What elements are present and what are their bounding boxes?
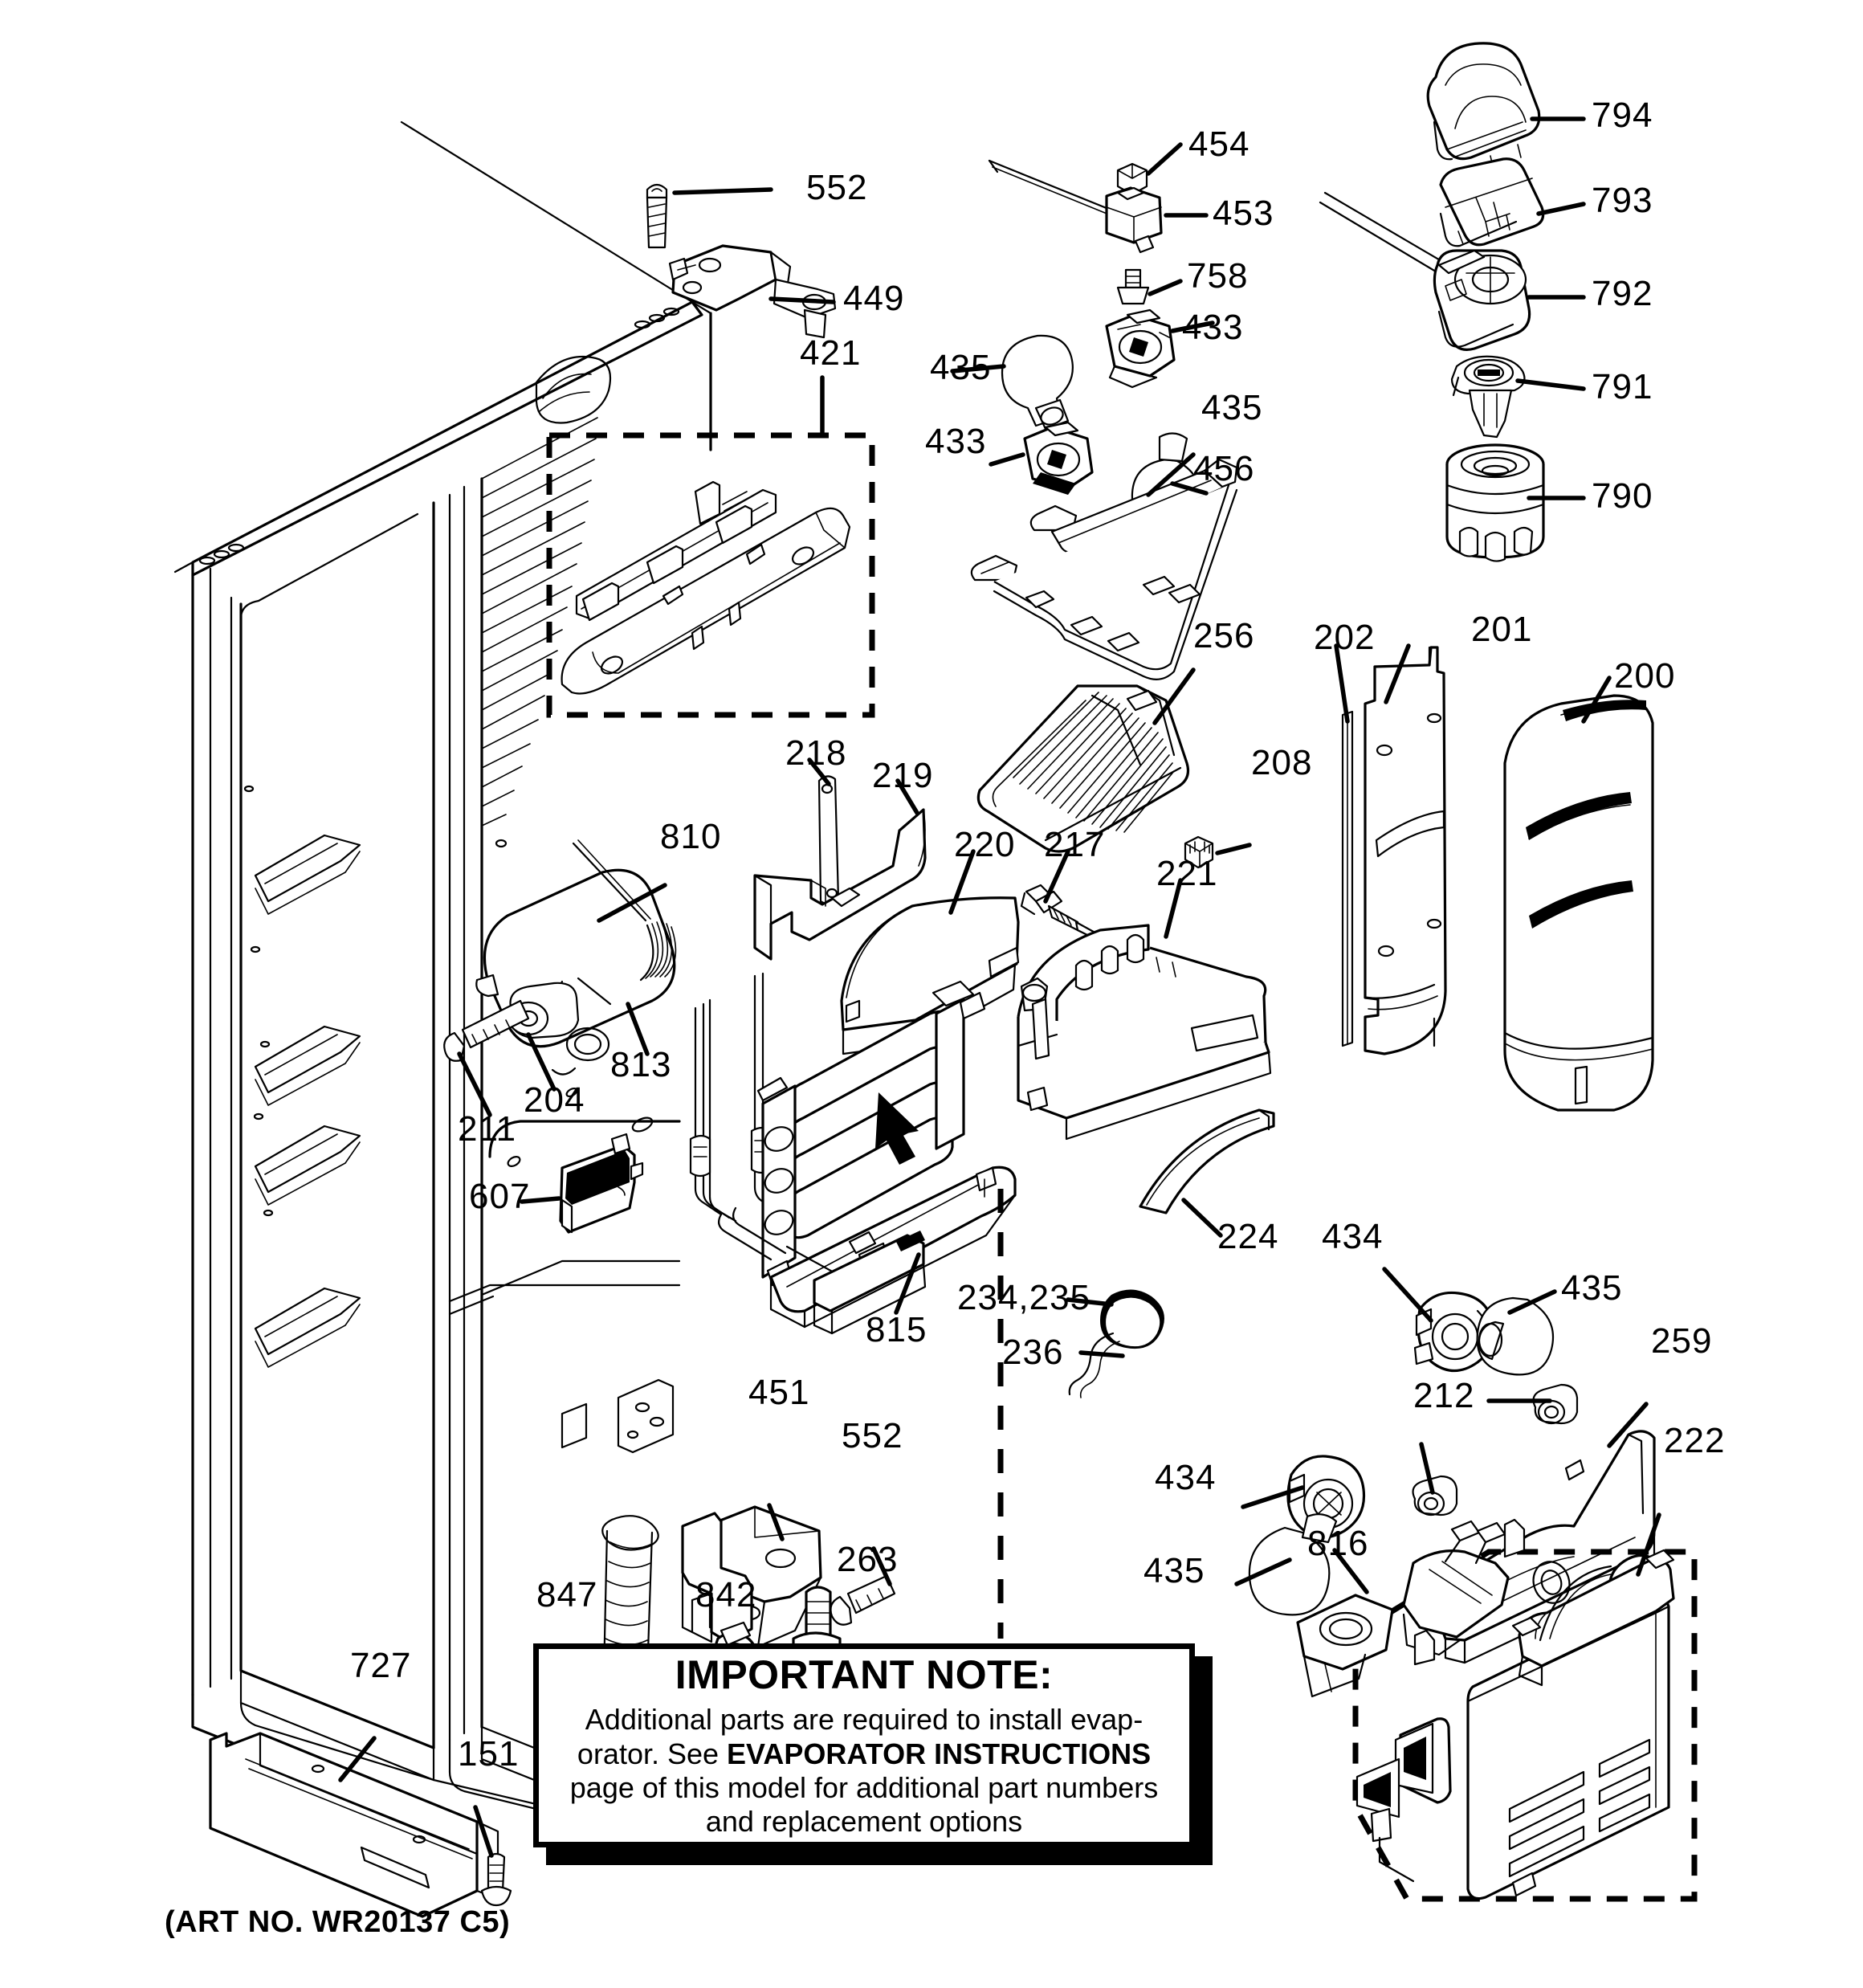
callout-224: 224 bbox=[1217, 1217, 1279, 1256]
important-note-line-2: orator. See EVAPORATOR INSTRUCTIONS bbox=[577, 1737, 1151, 1771]
callout-220: 220 bbox=[954, 825, 1016, 864]
callout-263: 263 bbox=[837, 1540, 899, 1579]
callout-454: 454 bbox=[1188, 125, 1250, 164]
part-810-813-fan-motor bbox=[475, 839, 677, 1076]
part-234-235-236-thermostat bbox=[1068, 1289, 1164, 1398]
important-note-box: IMPORTANT NOTE: Additional parts are req… bbox=[533, 1643, 1195, 1847]
callout-435-b: 435 bbox=[1201, 388, 1263, 427]
callout-222: 222 bbox=[1664, 1421, 1726, 1460]
callout-434-b: 434 bbox=[1155, 1458, 1217, 1497]
callout-151: 151 bbox=[458, 1734, 520, 1774]
part-434-435-lower-lamps bbox=[1248, 1291, 1555, 1616]
callout-256: 256 bbox=[1193, 616, 1255, 655]
callout-204: 204 bbox=[524, 1080, 585, 1120]
part-456-shelf-frame bbox=[970, 458, 1238, 680]
callout-793: 793 bbox=[1592, 181, 1653, 220]
part-151-screw bbox=[480, 1852, 512, 1907]
callout-433-a: 433 bbox=[1182, 308, 1244, 347]
callout-433-b: 433 bbox=[925, 422, 987, 461]
callout-453: 453 bbox=[1213, 194, 1274, 233]
callout-219: 219 bbox=[872, 756, 934, 795]
callout-816: 816 bbox=[1307, 1524, 1369, 1563]
door-shelves bbox=[254, 834, 361, 1368]
callout-435-c: 435 bbox=[1561, 1268, 1623, 1308]
callout-201: 201 bbox=[1471, 610, 1533, 649]
callout-847: 847 bbox=[536, 1575, 598, 1614]
callout-813: 813 bbox=[610, 1045, 672, 1084]
part-256-grille-base bbox=[976, 684, 1190, 853]
part-202-201-200-covers bbox=[1341, 646, 1654, 1112]
callout-758: 758 bbox=[1187, 256, 1249, 296]
callout-217: 217 bbox=[1044, 825, 1106, 864]
callout-792: 792 bbox=[1592, 274, 1653, 313]
callout-794: 794 bbox=[1592, 96, 1653, 135]
callout-211: 211 bbox=[458, 1109, 517, 1149]
callout-202: 202 bbox=[1314, 618, 1376, 657]
callout-790: 790 bbox=[1592, 476, 1653, 516]
part-816-dispenser-assembly bbox=[1296, 1518, 1698, 1902]
callout-552-top: 552 bbox=[806, 168, 868, 207]
callout-791: 791 bbox=[1592, 367, 1653, 406]
callout-435-d: 435 bbox=[1143, 1551, 1205, 1590]
callout-552-bottom: 552 bbox=[842, 1416, 903, 1455]
callout-208: 208 bbox=[1251, 743, 1313, 782]
important-note-line-1: Additional parts are required to install… bbox=[585, 1703, 1143, 1737]
part-727-kickplate bbox=[209, 1732, 499, 1918]
part-552-screw-top bbox=[646, 183, 668, 249]
liner-ribs bbox=[481, 417, 598, 827]
part-607-switch bbox=[559, 1133, 644, 1234]
refrigerator-cabinet bbox=[173, 120, 712, 1846]
callout-221: 221 bbox=[1156, 854, 1218, 893]
callout-200: 200 bbox=[1614, 656, 1676, 696]
callout-421: 421 bbox=[800, 333, 862, 373]
part-224-trim bbox=[1139, 1108, 1275, 1214]
part-220-glass-shelf bbox=[840, 896, 1020, 1055]
callout-456: 456 bbox=[1193, 449, 1255, 488]
part-212-grommets bbox=[1412, 1383, 1579, 1517]
important-note-line-4: and replacement options bbox=[705, 1805, 1023, 1839]
callout-810: 810 bbox=[660, 817, 722, 856]
important-note-line-2-prefix: orator. See bbox=[577, 1737, 728, 1770]
part-815-pan bbox=[813, 1231, 927, 1335]
important-note-line-3: page of this model for additional part n… bbox=[569, 1771, 1159, 1804]
important-note-title: IMPORTANT NOTE: bbox=[675, 1652, 1054, 1698]
callout-449: 449 bbox=[843, 279, 905, 318]
callout-435-a: 435 bbox=[930, 348, 992, 387]
callout-607: 607 bbox=[469, 1177, 531, 1216]
part-552-screw-bottom bbox=[830, 1574, 896, 1626]
art-number-label: (ART NO. WR20137 C5) bbox=[165, 1905, 511, 1939]
callout-815: 815 bbox=[866, 1310, 927, 1349]
callout-727: 727 bbox=[350, 1646, 412, 1685]
part-421-light-assembly bbox=[546, 432, 875, 718]
callout-434-a: 434 bbox=[1322, 1217, 1384, 1256]
part-790-794-water-filter-assembly bbox=[1319, 42, 1545, 562]
part-208-nut bbox=[1184, 835, 1214, 869]
part-453-door-switch-group bbox=[988, 159, 1163, 305]
callout-234-235: 234,235 bbox=[957, 1278, 1091, 1317]
callout-451: 451 bbox=[748, 1373, 810, 1412]
callout-259: 259 bbox=[1651, 1321, 1713, 1361]
callout-236: 236 bbox=[1002, 1333, 1064, 1372]
part-evaporator-coil bbox=[689, 972, 1017, 1329]
part-211-screw bbox=[443, 999, 530, 1062]
callout-218: 218 bbox=[785, 733, 847, 773]
important-note-emphasis: EVAPORATOR INSTRUCTIONS bbox=[727, 1737, 1152, 1770]
part-449-top-hinge bbox=[668, 244, 837, 339]
callout-842: 842 bbox=[695, 1575, 757, 1614]
callout-212: 212 bbox=[1413, 1376, 1475, 1415]
part-221-pan-cover bbox=[1017, 924, 1272, 1141]
